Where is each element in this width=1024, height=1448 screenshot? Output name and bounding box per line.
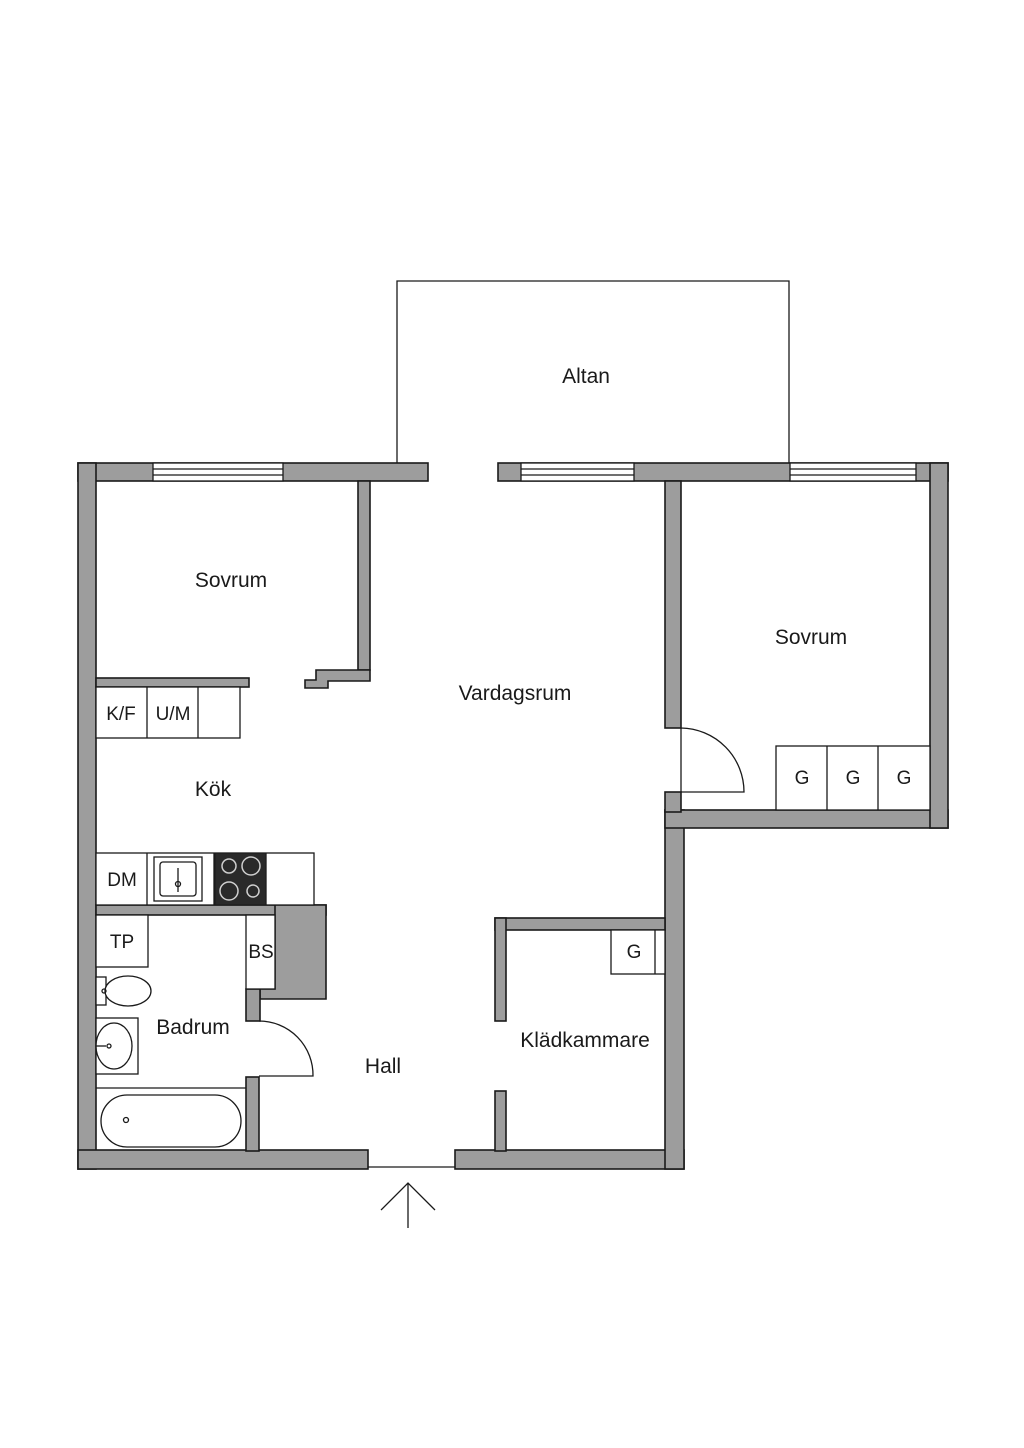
room-label-hall: Hall: [365, 1055, 401, 1078]
washbasin-icon: [95, 1017, 139, 1075]
fixture-label-wardrobe: G: [897, 768, 912, 789]
sink-icon: [153, 856, 203, 902]
fixture-label-tp: TP: [110, 932, 134, 953]
fixture-label-wardrobe: G: [627, 942, 642, 963]
room-label-badrum: Badrum: [156, 1016, 230, 1039]
balcony: [396, 280, 790, 463]
fixture-label-bs: BS: [248, 942, 273, 963]
interior-walls: [95, 480, 682, 1152]
kitchen-upper-counter: [95, 686, 241, 739]
window-right-bedroom: [789, 462, 917, 482]
room-label-kok: Kök: [195, 778, 232, 801]
fixture-label-um: U/M: [156, 704, 191, 725]
window-left-bedroom: [152, 462, 284, 482]
laundry-area: [95, 914, 276, 990]
kitchen-lower-counter: [95, 852, 315, 906]
fixture-label-kf: K/F: [106, 704, 136, 725]
room-label-vardagsrum: Vardagsrum: [459, 682, 572, 705]
room-label-kladkammare: Klädkammare: [520, 1029, 650, 1052]
toilet-icon: [95, 975, 152, 1007]
window-living-room: [520, 462, 635, 482]
entrance-arrow-icon: [380, 1182, 436, 1228]
wardrobe-right-bedroom: [775, 745, 931, 811]
stove-icon: [214, 852, 267, 906]
room-label-sovrum-left: Sovrum: [195, 569, 267, 592]
door-right-bedroom: [680, 727, 745, 793]
room-label-sovrum-right: Sovrum: [775, 626, 847, 649]
room-label-altan: Altan: [562, 365, 610, 388]
bathtub-icon: [96, 1087, 246, 1148]
wardrobe-closet: [610, 929, 666, 975]
fixture-label-wardrobe: G: [795, 768, 810, 789]
door-bathroom: [258, 1020, 314, 1077]
fixture-label-wardrobe: G: [846, 768, 861, 789]
fixture-label-dm: DM: [107, 870, 137, 891]
